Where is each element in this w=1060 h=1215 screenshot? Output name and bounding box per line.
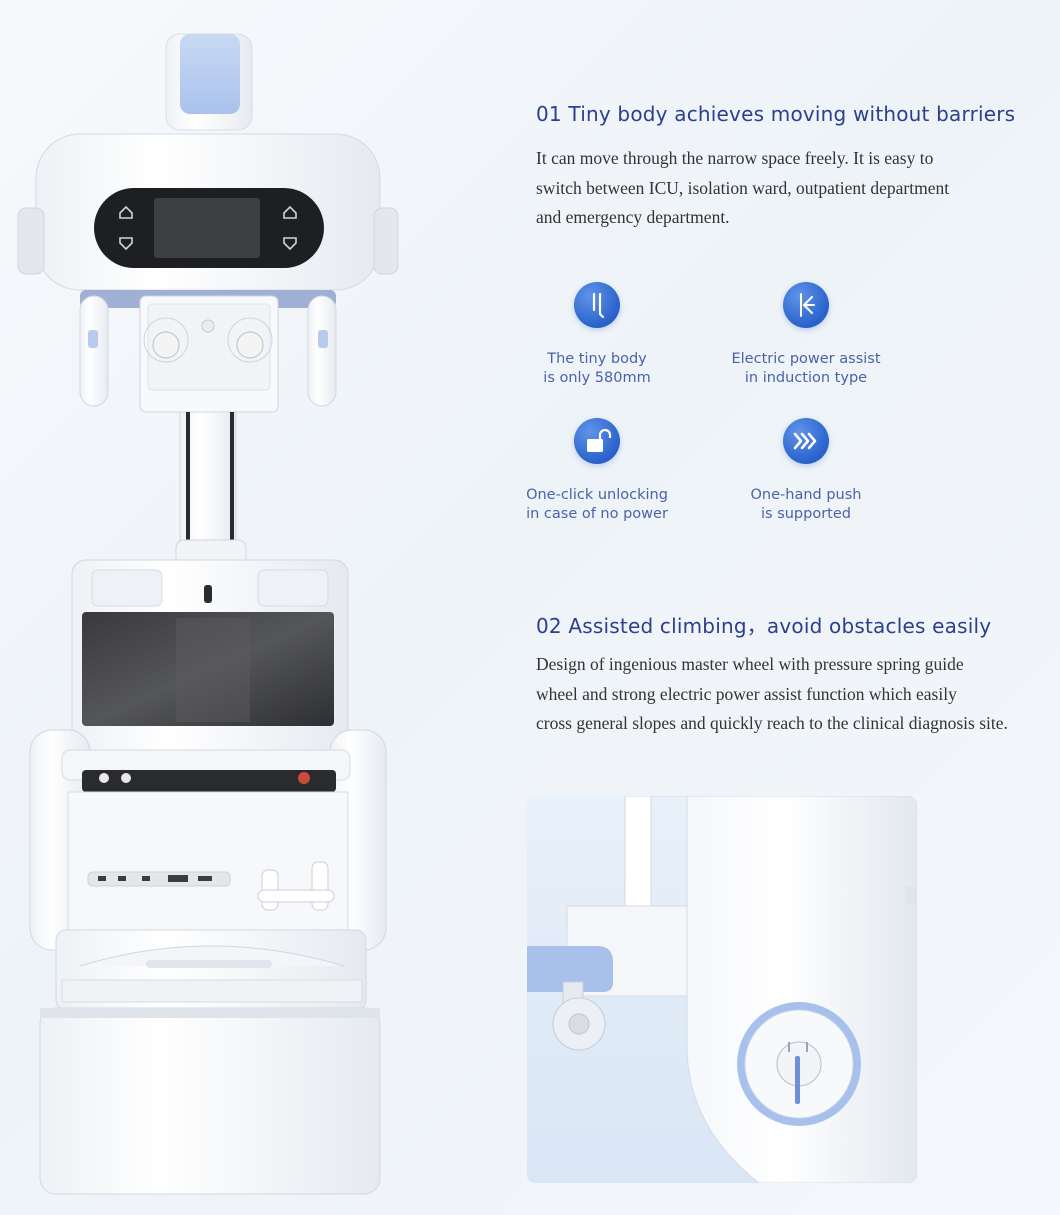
feature-one-hand-push-line-2: is supported	[761, 506, 851, 522]
power-assist-icon	[783, 282, 829, 328]
section2-line-2: wheel and strong electric power assist f…	[536, 683, 957, 704]
feature-one-hand-push-line-1: One-hand push	[750, 487, 862, 503]
feature-unlocking-line-2: in case of no power	[526, 506, 668, 522]
push-arrows-icon	[783, 418, 829, 464]
feature-power-assist-line-1: Electric power assist	[731, 351, 881, 367]
section2-description: Design of ingenious master wheel with pr…	[536, 650, 1008, 739]
feature-power-assist: Electric power assist in induction type	[696, 282, 916, 388]
unlock-icon	[574, 418, 620, 464]
feature-tiny-body-line-2: is only 580mm	[543, 370, 651, 386]
narrow-body-icon	[574, 282, 620, 328]
section2-title: 02 Assisted climbing，avoid obstacles eas…	[536, 614, 992, 638]
section2-line-1: Design of ingenious master wheel with pr…	[536, 654, 964, 674]
section1-description: It can move through the narrow space fre…	[536, 144, 949, 233]
feature-unlocking: One-click unlocking in case of no power	[487, 418, 707, 524]
section2-line-3: cross general slopes and quickly reach t…	[536, 713, 1008, 733]
section1-line-1: It can move through the narrow space fre…	[536, 148, 934, 168]
feature-tiny-body-line-1: The tiny body	[547, 351, 647, 367]
section1-line-3: and emergency department.	[536, 207, 730, 227]
section1-line-2: switch between ICU, isolation ward, outp…	[536, 177, 950, 198]
section1-title: 01 Tiny body achieves moving without bar…	[536, 102, 1016, 126]
feature-one-hand-push: One-hand push is supported	[696, 418, 916, 524]
mobile-xray-machine-image	[17, 33, 399, 1195]
feature-power-assist-line-2: in induction type	[744, 370, 868, 386]
wheel-closeup-image	[527, 796, 917, 1183]
feature-unlocking-line-1: One-click unlocking	[526, 487, 668, 503]
feature-tiny-body: The tiny body is only 580mm	[487, 282, 707, 388]
